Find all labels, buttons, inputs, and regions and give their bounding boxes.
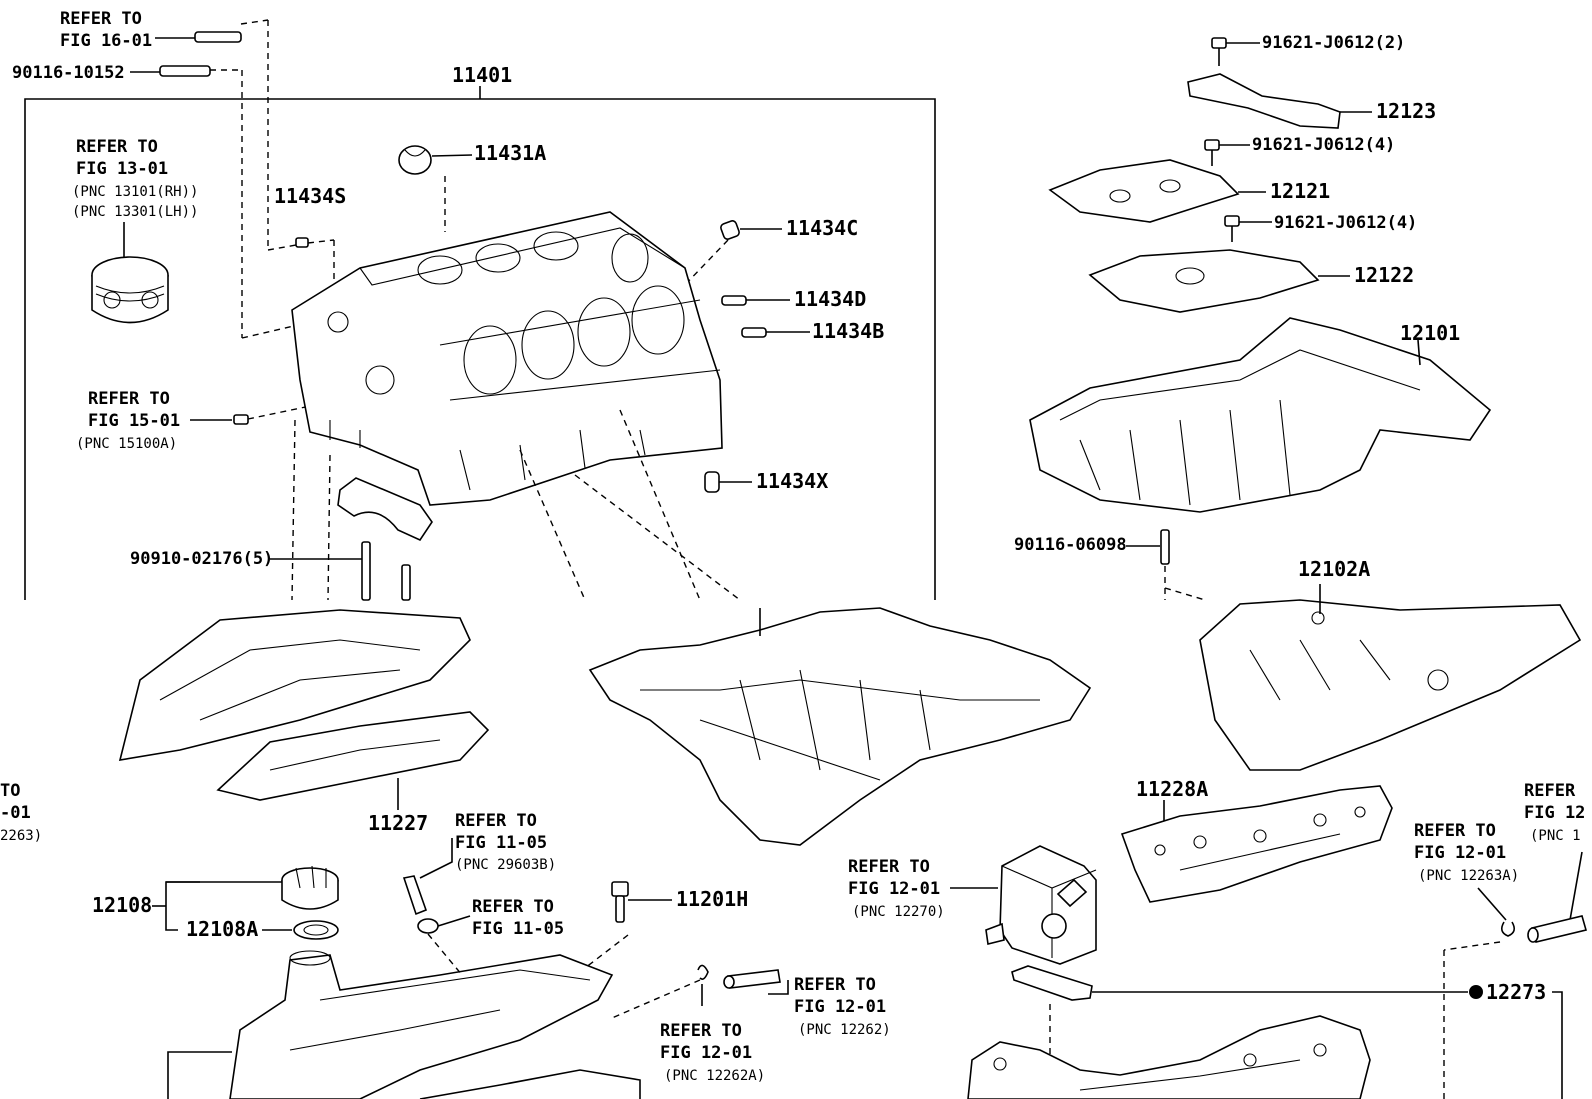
left-cut-label-line2: -01 bbox=[0, 803, 31, 823]
part-90116-10152: 90116-10152 bbox=[12, 63, 125, 83]
lower-oil-pan-12102A bbox=[1199, 584, 1582, 771]
part-11434B: 11434B bbox=[812, 319, 884, 343]
baffle-plate-12122 bbox=[1088, 249, 1350, 313]
bearing-cap bbox=[291, 419, 433, 601]
right-cut-label-line3: (PNC 1 bbox=[1530, 828, 1581, 844]
part-11401: 11401 bbox=[452, 63, 512, 87]
part-12123: 12123 bbox=[1376, 99, 1436, 123]
gasket-12273 bbox=[1011, 965, 1468, 1099]
intake-manifold-center bbox=[588, 607, 1092, 846]
right-cut-label-line1: REFER bbox=[1524, 781, 1576, 801]
o-ring-12108A bbox=[262, 920, 339, 940]
refer-to-fig-11-05-a-pnc: (PNC 29603B) bbox=[455, 857, 556, 873]
part-91621-J0612-b: 91621-J0612(4) bbox=[1252, 135, 1395, 155]
bolt-91621-c bbox=[1224, 215, 1272, 242]
part-12122: 12122 bbox=[1354, 263, 1414, 287]
cylinder-head-cover bbox=[167, 950, 641, 1099]
part-12108A: 12108A bbox=[186, 917, 258, 941]
left-cut-label-line1: TO bbox=[0, 781, 20, 801]
part-90116-06098: 90116-06098 bbox=[1014, 535, 1127, 555]
part-11434S: 11434S bbox=[274, 184, 346, 208]
hose-12263 bbox=[1527, 851, 1587, 943]
refer-to-fig-15-01-line1: REFER TO bbox=[88, 389, 170, 409]
left-cut-label-line3: 2263) bbox=[0, 828, 42, 844]
sleeve-11434C bbox=[679, 220, 782, 291]
refer-to-fig-12-01-b-pnc: (PNC 12262A) bbox=[664, 1068, 765, 1084]
refer-to-fig-12-01-a-line2: FIG 12-01 bbox=[794, 997, 886, 1017]
refer-to-fig-12-01-d-pnc: (PNC 12263A) bbox=[1418, 868, 1519, 884]
refer-to-fig-13-01-line2: FIG 13-01 bbox=[76, 159, 168, 179]
refer-to-fig-12-01-c-pnc: (PNC 12270) bbox=[852, 904, 945, 920]
refer-to-fig-15-01-pnc: (PNC 15100A) bbox=[76, 436, 177, 452]
oil-pan-12101 bbox=[1029, 317, 1492, 513]
refer-to-fig-13-01-pnc-rh: (PNC 13101(RH)) bbox=[72, 184, 198, 200]
hose-clamp-12262A bbox=[611, 964, 709, 1019]
gasket-11228A bbox=[1120, 785, 1393, 903]
filler-cap-12108 bbox=[152, 865, 339, 931]
bearing-cap-bolt bbox=[270, 541, 411, 601]
part-91621-J0612-c: 91621-J0612(4) bbox=[1274, 213, 1417, 233]
cylinder-block bbox=[291, 211, 741, 601]
refer-to-fig-12-01-b-line1: REFER TO bbox=[660, 1021, 742, 1041]
refer-to-fig-11-05-b-line1: REFER TO bbox=[472, 897, 554, 917]
refer-to-fig-16-01-line1: REFER TO bbox=[60, 9, 142, 29]
refer-to-fig-12-01-d-line1: REFER TO bbox=[1414, 821, 1496, 841]
part-11434C: 11434C bbox=[786, 216, 858, 240]
refer-to-fig-12-01-c-line1: REFER TO bbox=[848, 857, 930, 877]
refer-to-fig-11-05-a-line2: FIG 11-05 bbox=[455, 833, 547, 853]
refer-to-fig-12-01-a-line1: REFER TO bbox=[794, 975, 876, 995]
right-cut-label-line2: FIG 12 bbox=[1524, 803, 1585, 823]
hose-clamp-12263A bbox=[1443, 887, 1516, 1099]
bracket-12123 bbox=[1187, 73, 1372, 129]
refer-to-fig-13-01-line1: REFER TO bbox=[76, 137, 158, 157]
sleeve-11434X bbox=[704, 471, 752, 493]
part-12273: 12273 bbox=[1486, 980, 1546, 1004]
part-91621-J0612-a: 91621-J0612(2) bbox=[1262, 33, 1405, 53]
part-12121: 12121 bbox=[1270, 179, 1330, 203]
pin-11434D bbox=[721, 295, 790, 306]
refer-to-fig-13-01-pnc-lh: (PNC 13301(LH)) bbox=[72, 204, 198, 220]
part-11431A: 11431A bbox=[474, 141, 546, 165]
assembly-bracket-11401 bbox=[24, 86, 936, 600]
pin-15-01 bbox=[190, 404, 316, 425]
part-12108: 12108 bbox=[92, 893, 152, 917]
new-part-marker-icon bbox=[1469, 985, 1483, 999]
baffle-plate-12121 bbox=[1048, 159, 1266, 223]
refer-to-fig-16-01-line2: FIG 16-01 bbox=[60, 31, 152, 51]
cover-left-upper bbox=[118, 609, 471, 761]
refer-to-fig-11-05-b-line2: FIG 11-05 bbox=[472, 919, 564, 939]
refer-to-fig-12-01-b-line2: FIG 12-01 bbox=[660, 1043, 752, 1063]
hose-12262 bbox=[723, 969, 789, 995]
bolt-11201H bbox=[584, 881, 672, 969]
stud-bolt-16-01 bbox=[155, 19, 269, 250]
part-11434D: 11434D bbox=[794, 287, 866, 311]
part-11434X: 11434X bbox=[756, 469, 828, 493]
pin-11434B bbox=[741, 327, 810, 338]
bolt-91621-a bbox=[1211, 37, 1260, 66]
part-11201H: 11201H bbox=[676, 887, 748, 911]
part-12101: 12101 bbox=[1400, 321, 1460, 345]
refer-to-fig-12-01-d-line2: FIG 12-01 bbox=[1414, 843, 1506, 863]
plug-11431A bbox=[398, 145, 473, 232]
timing-cover-lower bbox=[967, 1015, 1371, 1099]
refer-to-fig-11-05-a-line1: REFER TO bbox=[455, 811, 537, 831]
bracket-12273 bbox=[1552, 991, 1563, 1099]
part-11228A: 11228A bbox=[1136, 777, 1208, 801]
refer-to-fig-12-01-c-line2: FIG 12-01 bbox=[848, 879, 940, 899]
stud-90116-06098 bbox=[1126, 529, 1206, 601]
part-11227: 11227 bbox=[368, 811, 428, 835]
bolt-91621-b bbox=[1204, 139, 1250, 166]
gasket-11227 bbox=[216, 711, 490, 810]
part-12102A: 12102A bbox=[1298, 557, 1370, 581]
pcv-hose bbox=[402, 838, 471, 976]
stud-bolt-90116-10152 bbox=[130, 65, 299, 339]
part-90910-02176: 90910-02176(5) bbox=[130, 549, 273, 569]
oil-cooler-housing bbox=[950, 845, 1097, 965]
piston-icon bbox=[91, 222, 169, 324]
refer-to-fig-12-01-a-pnc: (PNC 12262) bbox=[798, 1022, 891, 1038]
refer-to-fig-15-01-line2: FIG 15-01 bbox=[88, 411, 180, 431]
